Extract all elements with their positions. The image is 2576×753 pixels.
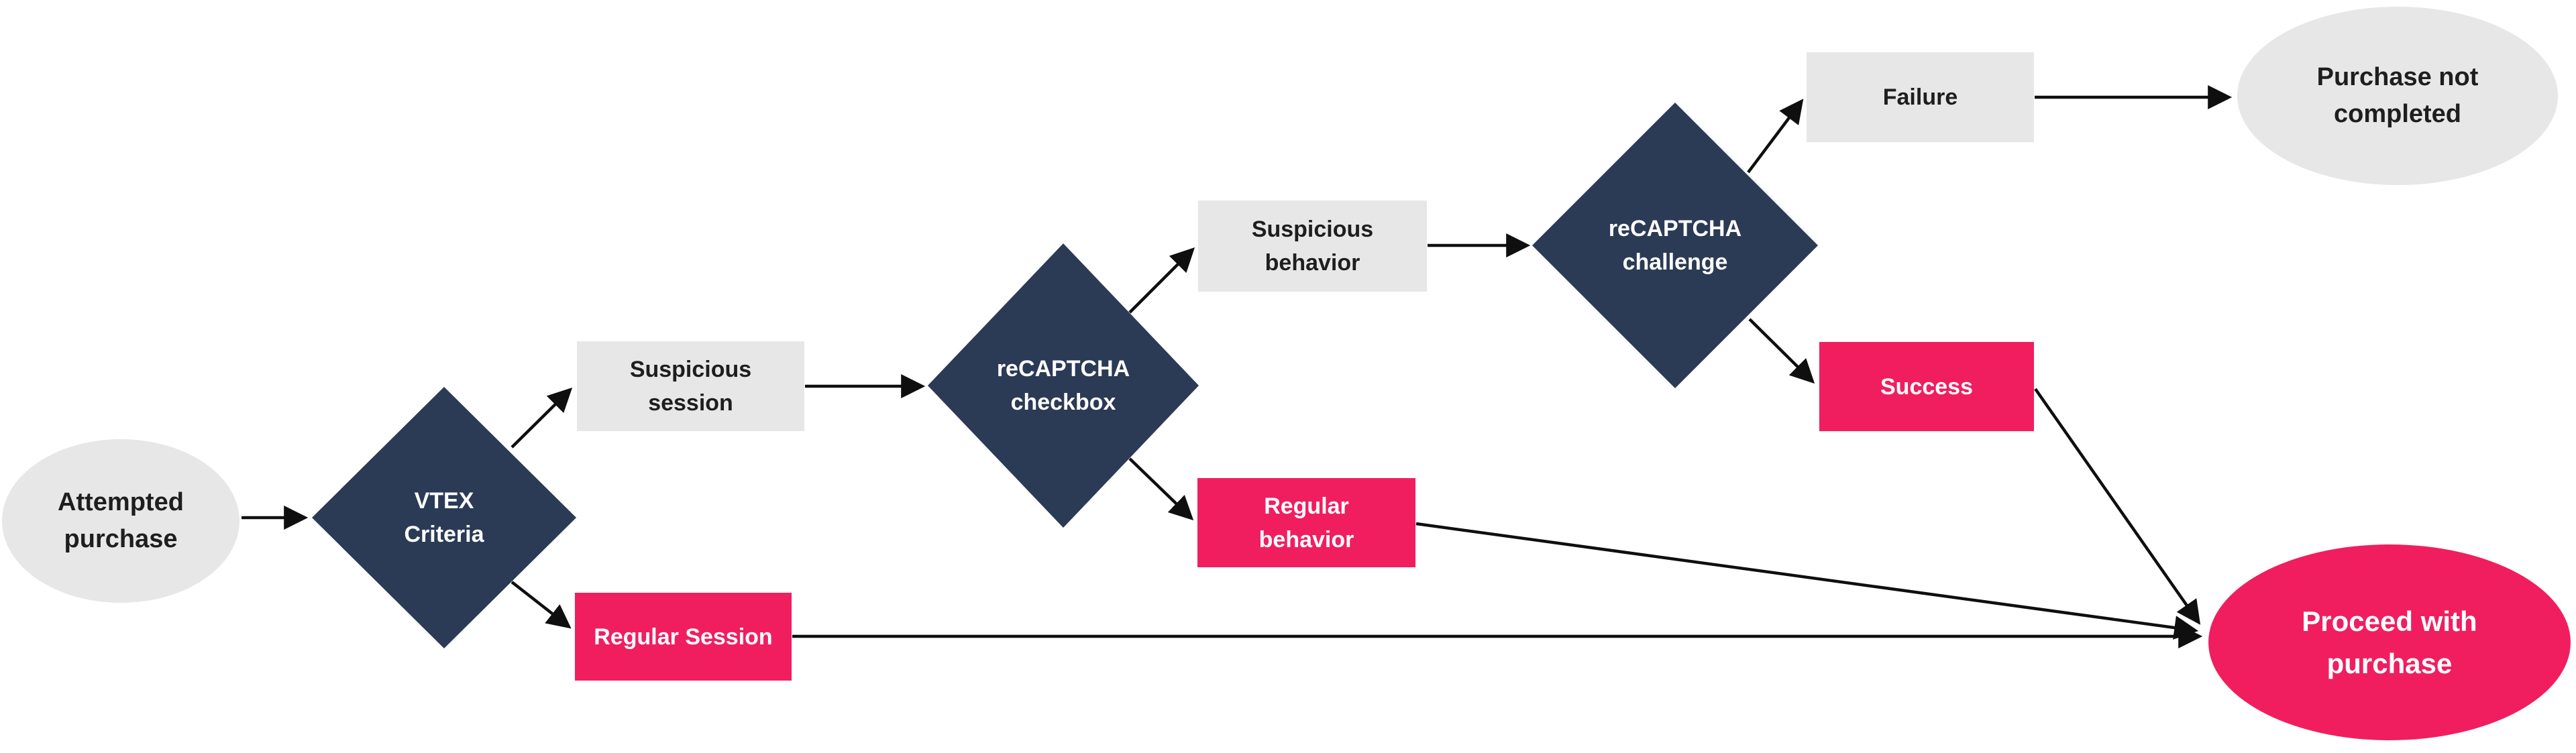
node-label: Failure (1882, 84, 1958, 110)
edge-recaptcha-challenge-to-success (1748, 318, 1815, 384)
node-success: Success (1819, 342, 2034, 431)
edge-vtex-criteria-to-suspicious-session (511, 387, 573, 449)
node-label: Regular (1264, 493, 1349, 519)
node-suspicious-session: Suspicious session (577, 341, 804, 431)
node-label: Criteria (404, 522, 484, 547)
node-label: checkbox (1010, 390, 1116, 415)
node-label: reCAPTCHA (1608, 216, 1742, 241)
node-label: Purchase not (2316, 63, 2479, 91)
node-failure: Failure (1807, 52, 2034, 142)
node-label: Suspicious (1251, 217, 1374, 242)
node-label: session (648, 390, 733, 416)
node-label: challenge (1622, 249, 1728, 275)
node-label: Proceed with (2302, 605, 2477, 637)
node-label: Success (1880, 373, 1973, 400)
node-label: reCAPTCHA (996, 356, 1130, 382)
node-label: Suspicious (629, 357, 752, 382)
edge-recaptcha-challenge-to-failure (1747, 99, 1804, 174)
node-label: purchase (2326, 648, 2453, 679)
node-attempted-purchase: Attempted purchase (2, 439, 239, 603)
node-label: VTEX (414, 488, 474, 514)
node-label: Regular Session (594, 624, 773, 650)
node-regular-session: Regular Session (575, 593, 792, 681)
node-label: purchase (64, 525, 178, 553)
node-label: completed (2333, 100, 2462, 128)
node-regular-behavior: Regular behavior (1197, 478, 1415, 567)
node-label: behavior (1258, 526, 1354, 553)
node-label: Attempted (58, 488, 184, 516)
edge-recaptcha-checkbox-to-regular-behavior (1128, 457, 1194, 521)
node-purchase-not-completed: Purchase not completed (2237, 7, 2558, 185)
edge-recaptcha-checkbox-to-suspicious-behavior (1128, 247, 1195, 314)
node-label: behavior (1265, 250, 1360, 276)
edge-vtex-criteria-to-regular-session (511, 581, 572, 629)
edge-success-to-proceed-with-purchase (2034, 388, 2201, 625)
node-proceed-with-purchase: Proceed with purchase (2208, 544, 2571, 740)
edge-regular-behavior-to-proceed-with-purchase (1415, 522, 2199, 640)
node-suspicious-behavior: Suspicious behavior (1198, 200, 1427, 292)
